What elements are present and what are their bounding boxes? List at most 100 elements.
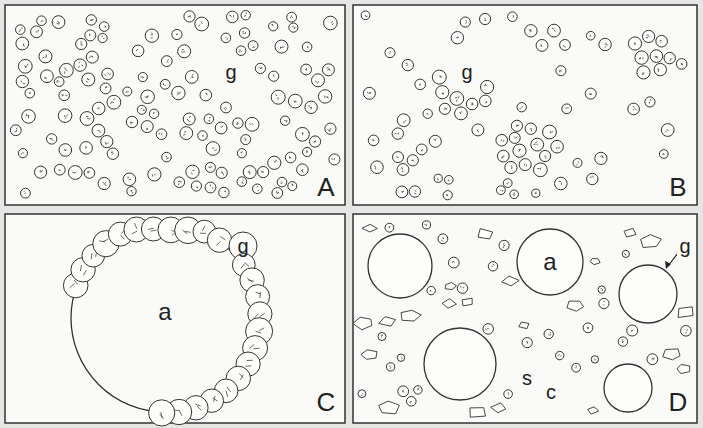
grain-mark [66, 115, 68, 117]
grain [107, 148, 118, 159]
grain-mark [587, 328, 589, 330]
grain-mark [185, 231, 191, 233]
grain-mark [36, 32, 38, 33]
grain [285, 152, 296, 163]
grain-mark [563, 45, 564, 46]
grain-mark [243, 33, 245, 34]
grain-mark [294, 27, 296, 28]
grain-mark [64, 71, 65, 73]
grain [397, 164, 409, 176]
grain-mark [318, 81, 319, 83]
grain-mark [290, 17, 291, 18]
grain [423, 109, 432, 118]
grain [654, 63, 666, 75]
grain-mark [159, 133, 161, 135]
grain-mark [152, 174, 154, 176]
grain [407, 397, 417, 407]
grain [562, 104, 572, 114]
grain-mark [70, 283, 74, 287]
grain [591, 356, 598, 363]
grain-mark [648, 35, 650, 37]
grain [555, 177, 568, 190]
grain-mark [273, 75, 275, 76]
grain-mark [188, 16, 189, 18]
grain-mark [189, 116, 191, 118]
grain [472, 124, 484, 136]
grain-mark [646, 37, 648, 38]
crystal [590, 259, 600, 265]
grain-mark [485, 18, 486, 20]
grain [497, 150, 509, 162]
grain [100, 83, 111, 94]
grain-mark [291, 185, 293, 186]
grain-mark [27, 64, 28, 66]
grain-mark [443, 238, 444, 239]
grain-mark [176, 34, 178, 35]
grain [427, 286, 435, 294]
grain-mark [622, 342, 624, 344]
grain-mark [40, 171, 42, 172]
grain-mark [305, 68, 307, 70]
grain [531, 138, 544, 151]
grain [585, 88, 596, 99]
grain-mark [242, 180, 244, 182]
grain [68, 166, 82, 180]
grain-mark [442, 93, 444, 94]
grain-mark [663, 153, 665, 154]
grain-mark [107, 73, 109, 74]
grain-mark [604, 301, 606, 302]
grain [215, 122, 227, 134]
grain-mark [37, 30, 39, 32]
grain-mark [578, 162, 580, 164]
grain-mark [529, 29, 530, 31]
grain [16, 37, 29, 50]
grain-mark [98, 107, 100, 109]
grain-mark [564, 46, 566, 48]
grain [219, 187, 229, 197]
grain [21, 188, 31, 198]
grain [551, 140, 564, 153]
grain-mark [42, 57, 44, 58]
grain-mark [147, 96, 149, 98]
grain [599, 38, 611, 50]
grain-mark [594, 358, 596, 359]
grain-mark [281, 183, 282, 184]
grain-mark [64, 149, 66, 150]
grain [647, 354, 658, 365]
grain-mark [104, 183, 106, 184]
grain-mark [415, 190, 416, 192]
grain-mark [183, 134, 185, 136]
grain [258, 167, 269, 178]
grain-mark [381, 336, 382, 337]
grain [455, 107, 468, 120]
grain-mark [389, 366, 390, 367]
grain-mark [111, 152, 113, 153]
grain [483, 324, 494, 335]
grain [288, 182, 297, 191]
grain-mark [639, 57, 640, 59]
grain [184, 11, 195, 22]
grain-mark [405, 120, 407, 122]
grain-mark [486, 102, 487, 104]
grain-mark [289, 157, 290, 159]
grain-mark [326, 96, 328, 97]
grain [505, 161, 517, 173]
grain [86, 51, 98, 63]
grain-mark [65, 117, 67, 119]
grain [107, 95, 121, 109]
grain [185, 71, 198, 84]
grain-mark [565, 107, 567, 109]
grain-mark [177, 92, 178, 94]
part-label: a [541, 250, 558, 274]
grain-mark [508, 392, 510, 393]
crystal [678, 307, 693, 318]
grain [481, 80, 494, 93]
grain-mark [196, 186, 198, 188]
crystal [362, 224, 377, 232]
grain-mark [427, 113, 428, 114]
grain-mark [202, 226, 205, 231]
grain-mark [179, 92, 181, 94]
grain [141, 121, 153, 133]
grain-mark [530, 29, 531, 31]
grain-mark [446, 108, 448, 110]
